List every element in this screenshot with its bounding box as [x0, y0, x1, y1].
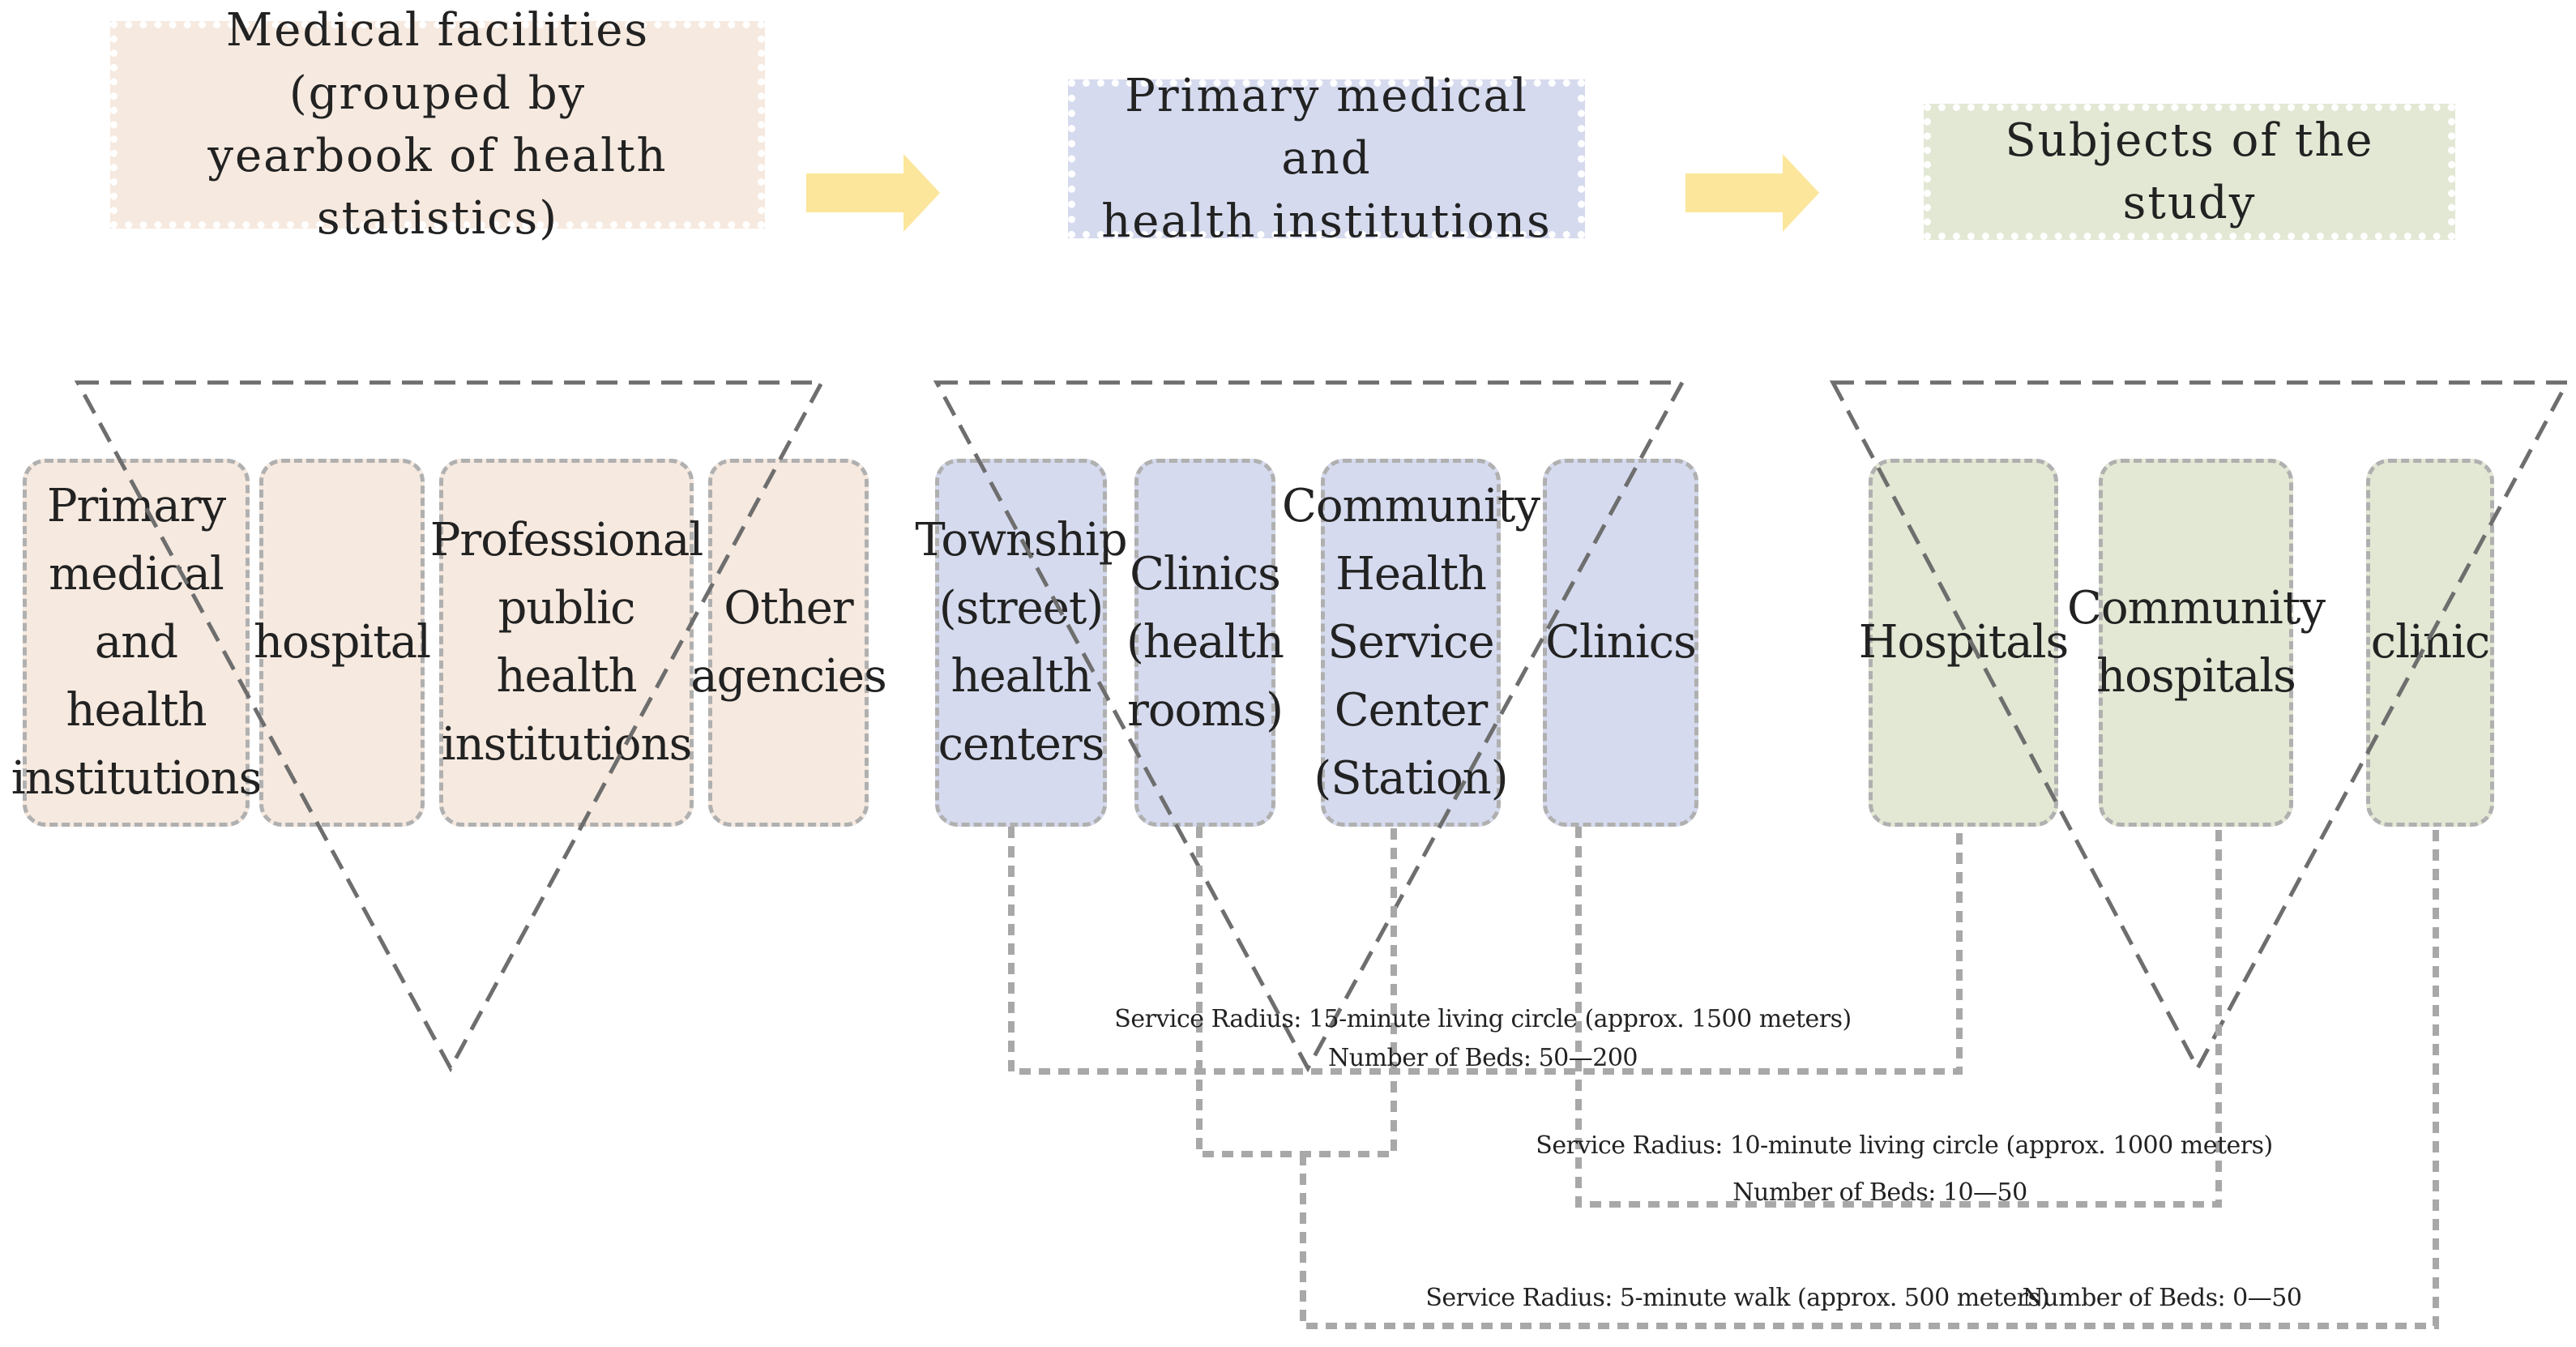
- connector-township-to-hospitals: [1008, 827, 1963, 1075]
- arrow-right-1: [806, 154, 940, 232]
- funnel-triangle-facilities: [74, 380, 826, 1073]
- box-clinics: Clinics: [1543, 459, 1698, 827]
- box-clinic: clinic: [2366, 459, 2494, 827]
- funnel-triangle-primary: [933, 380, 1686, 1073]
- label-beds-50-200: Number of Beds: 50—200: [1327, 1044, 1638, 1072]
- label-service-radius-10min: Service Radius: 10-minute living circle …: [1536, 1131, 2273, 1160]
- connector-stations-to-clinic: [1300, 827, 2439, 1329]
- label-beds-10-50: Number of Beds: 10—50: [1732, 1178, 2027, 1207]
- label-service-radius-15min: Service Radius: 15-minute living circle …: [1114, 1005, 1852, 1033]
- connector-clinics-rooms-to-community-center: [1196, 827, 1397, 1157]
- label-service-radius-5min: Service Radius: 5-minute walk (approx. 5…: [1425, 1284, 2049, 1312]
- header-subjects-of-study: Subjects of the study: [1924, 104, 2455, 240]
- arrow-right-2: [1685, 154, 1819, 232]
- funnel-triangle-subjects: [1829, 380, 2571, 1073]
- label-beds-0-50: Number of Beds: 0—50: [2022, 1284, 2302, 1312]
- connector-clinics-to-community-hospitals: [1575, 827, 2222, 1208]
